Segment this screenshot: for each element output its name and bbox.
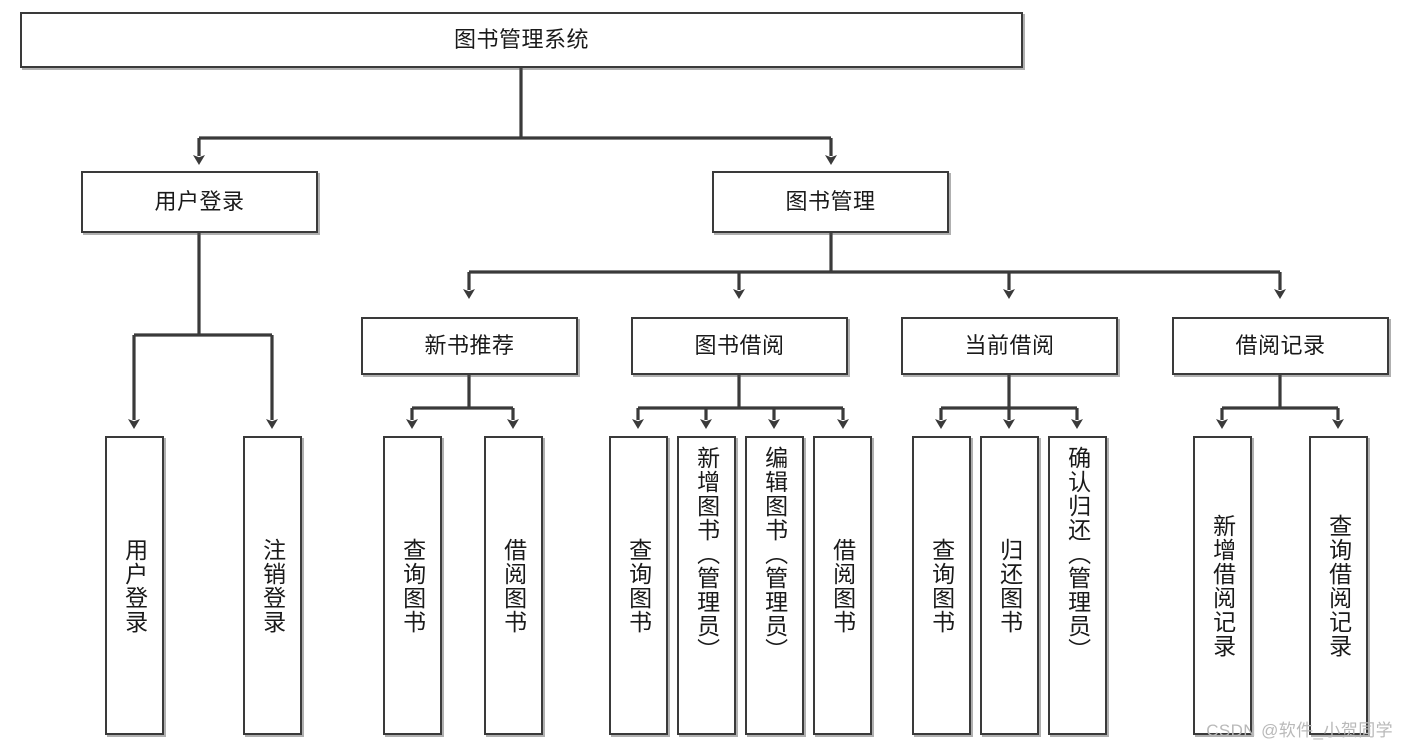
node-leaf-query-record[interactable]: 查询借阅记录 bbox=[1309, 436, 1368, 735]
node-root-label: 图书管理系统 bbox=[453, 26, 589, 52]
node-current-borrow-label: 当前借阅 bbox=[964, 332, 1055, 358]
node-borrow-record[interactable]: 借阅记录 bbox=[1172, 317, 1389, 375]
node-leaf-borrow-book-1[interactable]: 借阅图书 bbox=[484, 436, 543, 735]
node-new-book-recommend-label: 新书推荐 bbox=[424, 332, 515, 358]
node-leaf-return-book[interactable]: 归还图书 bbox=[980, 436, 1039, 735]
node-book-manage[interactable]: 图书管理 bbox=[712, 171, 949, 233]
node-leaf-return-book-label: 归还图书 bbox=[996, 537, 1023, 634]
node-leaf-logout-login[interactable]: 注销登录 bbox=[243, 436, 302, 735]
node-leaf-borrow-book-1-label: 借阅图书 bbox=[500, 537, 527, 634]
node-leaf-confirm-return-label: 确认归还（管理员） bbox=[1064, 446, 1091, 662]
node-user-login-label: 用户登录 bbox=[154, 188, 245, 214]
node-leaf-query-book-3-label: 查询图书 bbox=[928, 537, 955, 634]
node-leaf-query-record-label: 查询借阅记录 bbox=[1325, 513, 1352, 658]
node-leaf-add-book-label: 新增图书（管理员） bbox=[693, 446, 720, 662]
node-book-manage-label: 图书管理 bbox=[785, 188, 876, 214]
node-borrow-record-label: 借阅记录 bbox=[1235, 332, 1326, 358]
node-leaf-add-book[interactable]: 新增图书（管理员） bbox=[677, 436, 736, 735]
node-leaf-query-book-2[interactable]: 查询图书 bbox=[609, 436, 668, 735]
node-leaf-add-record[interactable]: 新增借阅记录 bbox=[1193, 436, 1252, 735]
node-leaf-user-login[interactable]: 用户登录 bbox=[105, 436, 164, 735]
node-user-login[interactable]: 用户登录 bbox=[81, 171, 318, 233]
csdn-watermark: CSDN @软件_小贺同学 bbox=[1206, 721, 1393, 740]
node-root[interactable]: 图书管理系统 bbox=[20, 12, 1023, 68]
node-new-book-recommend[interactable]: 新书推荐 bbox=[361, 317, 578, 375]
node-leaf-query-book-1-label: 查询图书 bbox=[399, 537, 426, 634]
node-leaf-query-book-1[interactable]: 查询图书 bbox=[383, 436, 442, 735]
node-leaf-query-book-2-label: 查询图书 bbox=[625, 537, 652, 634]
node-leaf-add-record-label: 新增借阅记录 bbox=[1209, 513, 1236, 658]
node-leaf-borrow-book-2[interactable]: 借阅图书 bbox=[813, 436, 872, 735]
node-book-borrow[interactable]: 图书借阅 bbox=[631, 317, 848, 375]
node-current-borrow[interactable]: 当前借阅 bbox=[901, 317, 1118, 375]
node-leaf-borrow-book-2-label: 借阅图书 bbox=[829, 537, 856, 634]
node-leaf-query-book-3[interactable]: 查询图书 bbox=[912, 436, 971, 735]
node-leaf-user-login-label: 用户登录 bbox=[121, 537, 148, 634]
node-leaf-logout-login-label: 注销登录 bbox=[259, 537, 286, 634]
node-leaf-confirm-return[interactable]: 确认归还（管理员） bbox=[1048, 436, 1107, 735]
node-leaf-edit-book-label: 编辑图书（管理员） bbox=[761, 446, 788, 662]
node-leaf-edit-book[interactable]: 编辑图书（管理员） bbox=[745, 436, 804, 735]
node-book-borrow-label: 图书借阅 bbox=[694, 332, 785, 358]
